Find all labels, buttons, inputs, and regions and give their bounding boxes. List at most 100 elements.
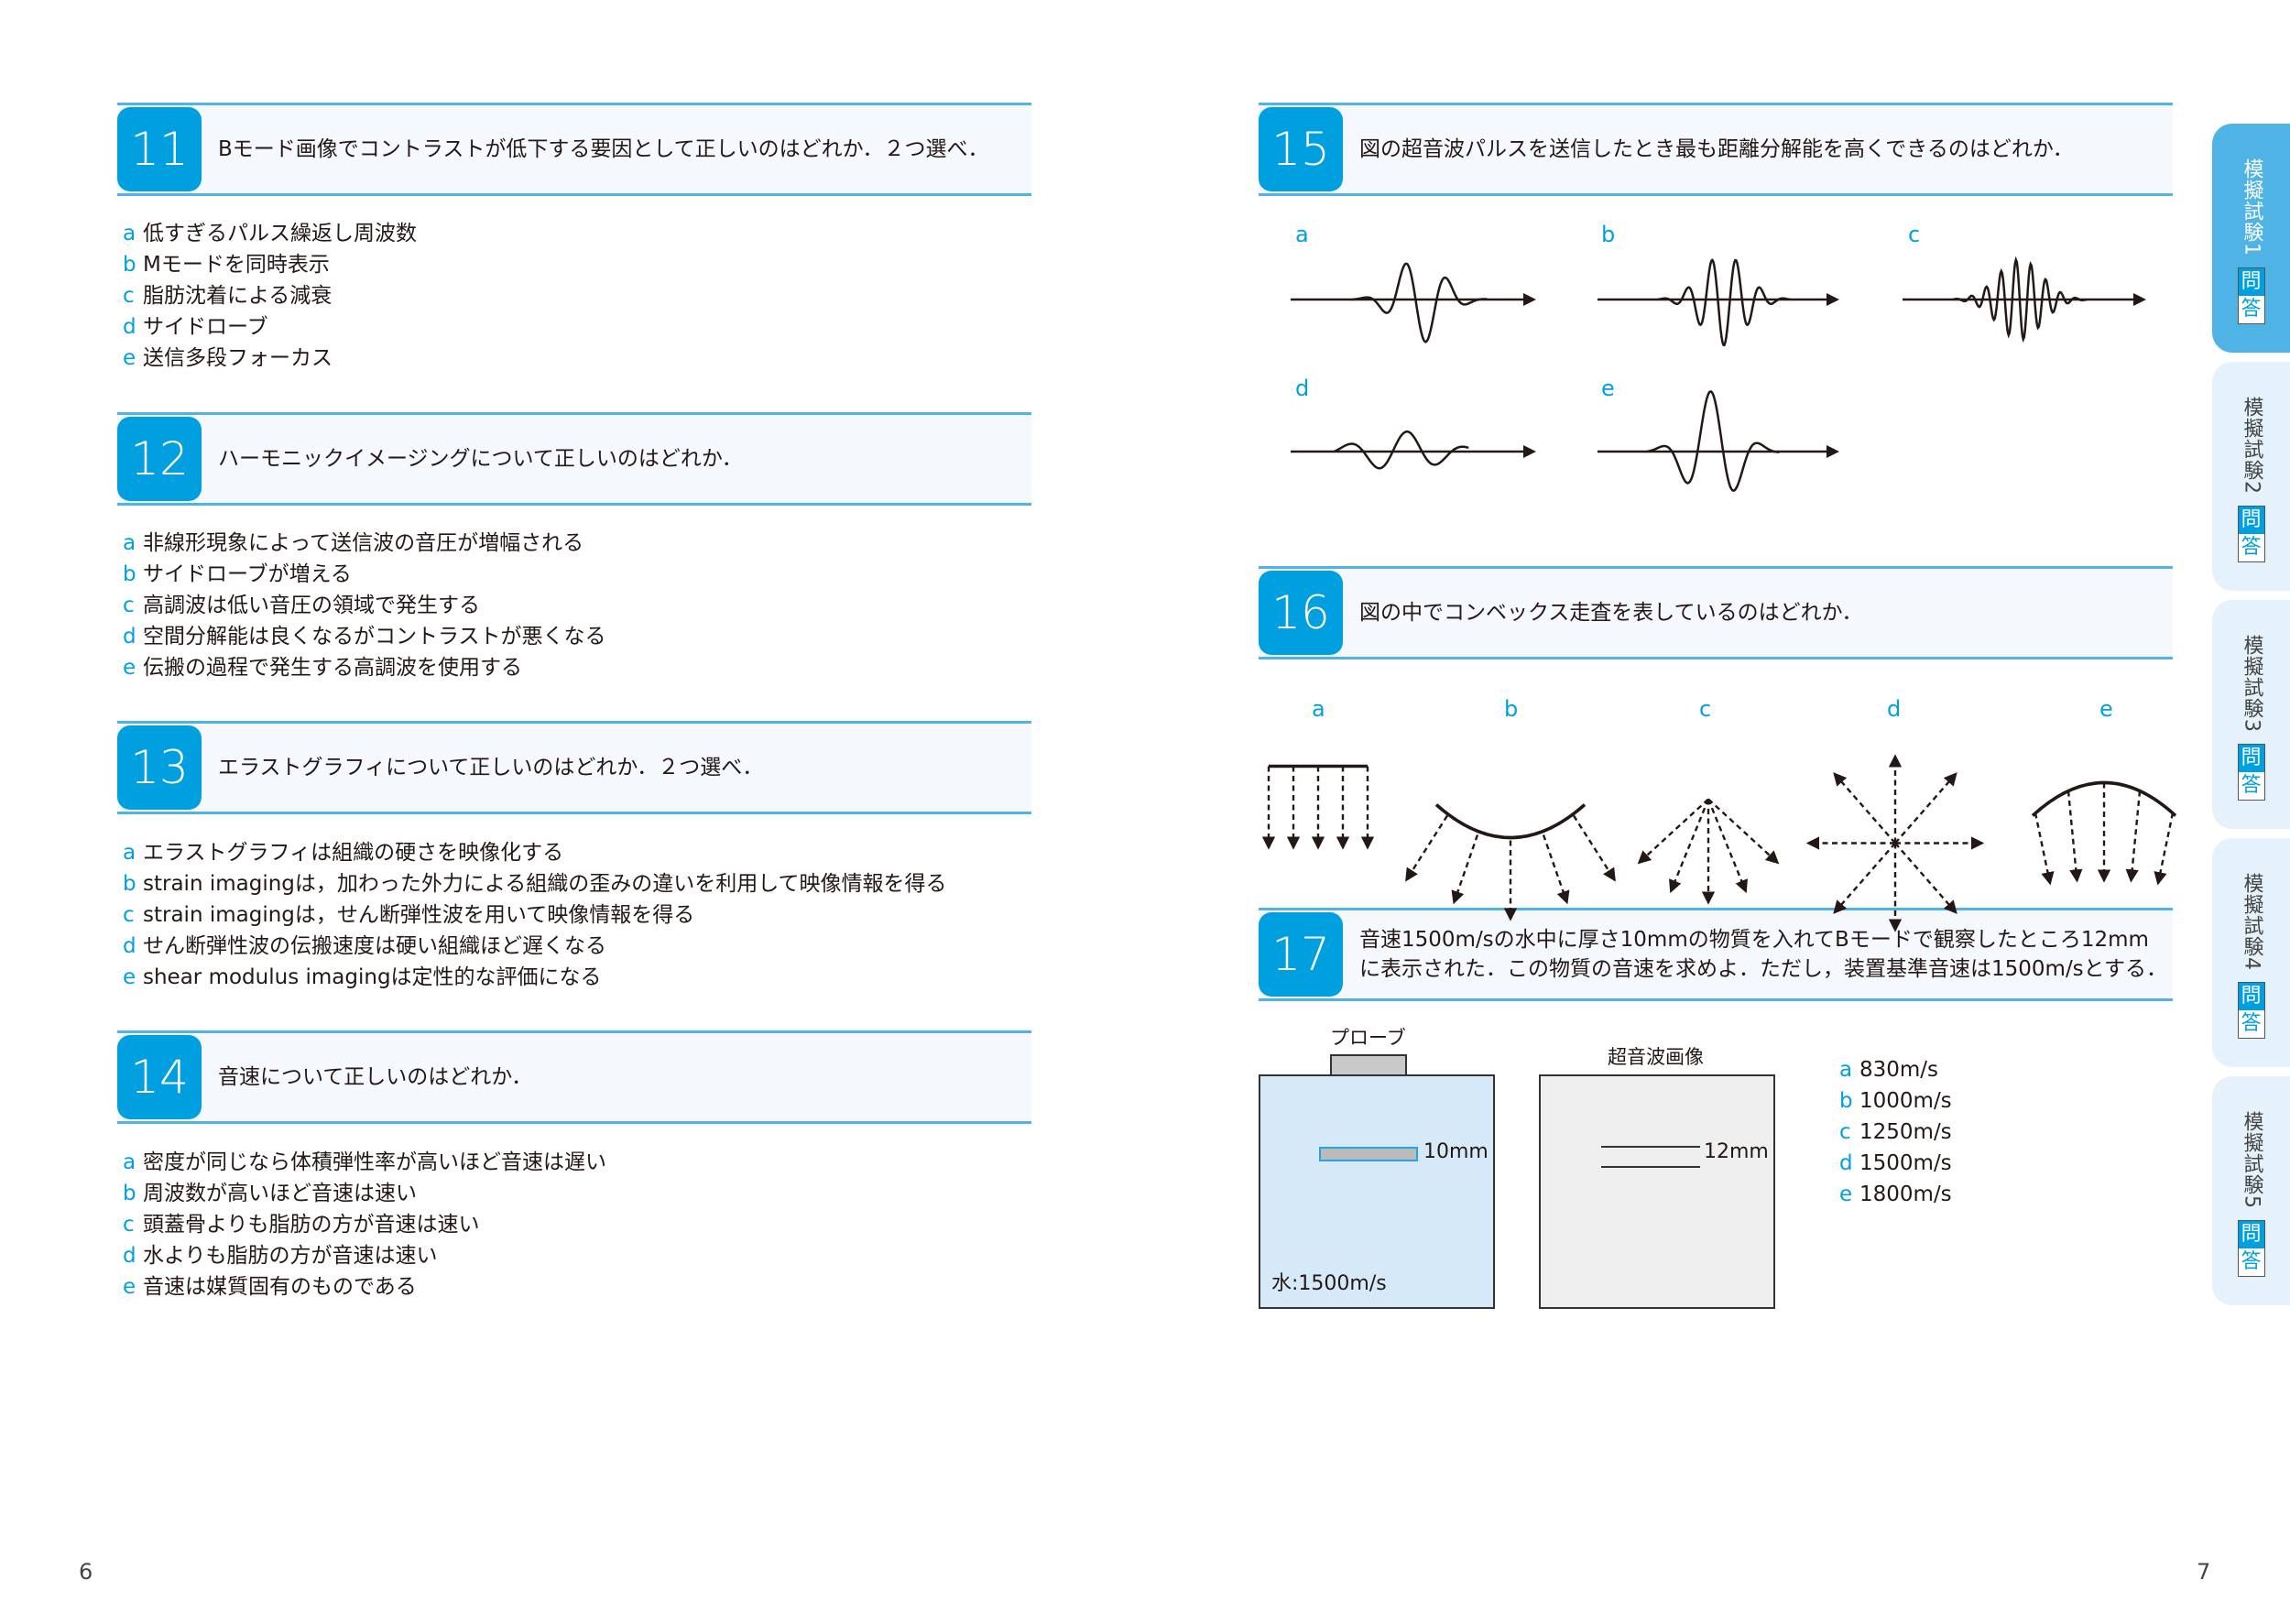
waveform bbox=[1903, 256, 2146, 343]
question-answer-switch: 問答 bbox=[2237, 1220, 2265, 1277]
question-number: 16 bbox=[1259, 571, 1343, 655]
tab-mock-exam-3[interactable]: 模擬試験3 問答 bbox=[2212, 600, 2290, 829]
option-text: 1500m/s bbox=[1859, 1151, 1952, 1175]
answers-link[interactable]: 答 bbox=[2238, 1248, 2264, 1276]
material-block bbox=[1319, 1147, 1418, 1161]
scan-label: e bbox=[2099, 696, 2113, 722]
waveform bbox=[1598, 258, 1839, 347]
question-number: 14 bbox=[117, 1035, 202, 1119]
tab-mock-exam-2[interactable]: 模擬試験2 問答 bbox=[2212, 362, 2290, 591]
tab-label: 模擬試験5 bbox=[2240, 1111, 2263, 1209]
option-text: 1800m/s bbox=[1859, 1183, 1952, 1206]
questions-link[interactable]: 問 bbox=[2238, 1221, 2264, 1248]
question-answer-switch: 問答 bbox=[2237, 982, 2265, 1039]
page-number-left: 6 bbox=[79, 1559, 93, 1585]
option-letter: b bbox=[123, 1182, 136, 1205]
tab-mock-exam-4[interactable]: 模擬試験4 問答 bbox=[2212, 838, 2290, 1067]
question-header: 14 音速について正しいのはどれか． bbox=[117, 1030, 1031, 1124]
option-letter: a bbox=[123, 841, 136, 865]
scan-convex bbox=[2031, 780, 2177, 886]
answer-option[interactable]: c strain imagingは，せん断弾性波を用いて映像情報を得る bbox=[117, 899, 947, 931]
option-text: 音速は媒質固有のものである bbox=[143, 1275, 417, 1299]
wave-label: d bbox=[1295, 376, 1310, 401]
page-number-right: 7 bbox=[2197, 1559, 2211, 1585]
option-text: サイドローブが増える bbox=[143, 562, 352, 586]
option-text: エラストグラフィは組織の硬さを映像化する bbox=[143, 841, 564, 865]
questions-link[interactable]: 問 bbox=[2238, 745, 2264, 772]
question-text: Bモード画像でコントラストが低下する要因として正しいのはどれか．２つ選べ． bbox=[218, 137, 989, 161]
option-letter: a bbox=[1839, 1058, 1853, 1082]
option-letter: a bbox=[123, 1150, 136, 1174]
answers-link[interactable]: 答 bbox=[2238, 534, 2264, 561]
answer-option[interactable]: a エラストグラフィは組織の硬さを映像化する bbox=[117, 837, 947, 868]
option-letter: c bbox=[123, 594, 135, 617]
option-letter: a bbox=[123, 531, 136, 555]
question-text: 音速について正しいのはどれか． bbox=[218, 1065, 533, 1089]
question-number: 17 bbox=[1259, 912, 1343, 997]
tab-label: 模擬試験4 bbox=[2240, 873, 2263, 971]
option-text: 送信多段フォーカス bbox=[143, 346, 333, 370]
scan-linear bbox=[1261, 764, 1375, 850]
echo-line-bottom bbox=[1601, 1166, 1700, 1168]
option-text: shear modulus imagingは定性的な評価になる bbox=[143, 965, 602, 989]
tab-label: 模擬試験3 bbox=[2240, 635, 2263, 733]
scan-radial bbox=[1805, 754, 1985, 932]
option-text: 低すぎるパルス繰返し周波数 bbox=[143, 222, 417, 245]
answer-option[interactable]: b サイドローブが増える bbox=[117, 559, 606, 590]
answers-link[interactable]: 答 bbox=[2238, 772, 2264, 800]
questions-link[interactable]: 問 bbox=[2238, 507, 2264, 534]
question-answer-switch: 問答 bbox=[2237, 267, 2265, 324]
option-letter: c bbox=[123, 903, 135, 927]
option-text: せん断弾性波の伝搬速度は硬い組織ほど遅くなる bbox=[143, 934, 606, 958]
question-text: 音速1500m/sの水中に厚さ10mmの物質を入れてBモードで観察したところ12… bbox=[1359, 928, 2167, 981]
option-text: 1000m/s bbox=[1859, 1089, 1952, 1113]
tab-label: 模擬試験2 bbox=[2240, 397, 2263, 495]
option-text: サイドローブ bbox=[143, 315, 268, 339]
question-text: 図の中でコンベックス走査を表しているのはどれか． bbox=[1359, 601, 1863, 625]
option-letter: d bbox=[123, 625, 136, 649]
answers-link[interactable]: 答 bbox=[2238, 1010, 2264, 1038]
scan-sector bbox=[1637, 798, 1780, 905]
questions-link[interactable]: 問 bbox=[2238, 983, 2264, 1010]
scan-label: c bbox=[1699, 696, 1712, 722]
tab-mock-exam-5[interactable]: 模擬試験5 問答 bbox=[2212, 1076, 2290, 1305]
option-letter: b bbox=[1839, 1089, 1853, 1113]
answers-link[interactable]: 答 bbox=[2238, 296, 2264, 323]
probe bbox=[1330, 1054, 1407, 1075]
option-text: strain imagingは，せん断弾性波を用いて映像情報を得る bbox=[143, 903, 695, 927]
option-letter: b bbox=[123, 562, 136, 586]
wave-label: e bbox=[1601, 376, 1615, 401]
question-text: 図の超音波パルスを送信したとき最も距離分解能を高くできるのはどれか． bbox=[1359, 137, 2074, 161]
wave-label: b bbox=[1601, 222, 1616, 247]
questions-link[interactable]: 問 bbox=[2238, 268, 2264, 296]
